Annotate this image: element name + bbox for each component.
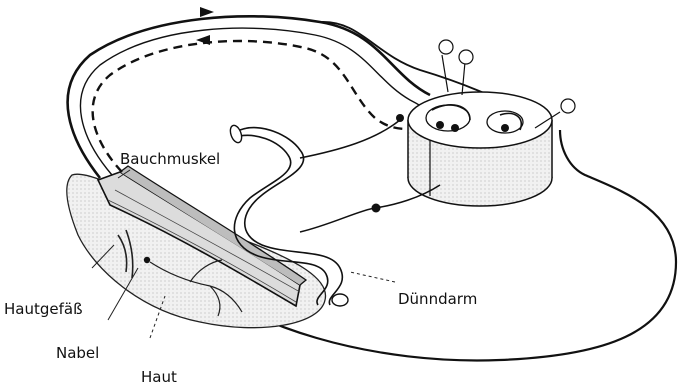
flow-arrow-dashed xyxy=(196,35,210,45)
intestine-end-top xyxy=(228,124,244,144)
label-bauchmuskel: Bauchmuskel xyxy=(120,152,220,167)
navel-marker xyxy=(144,257,150,263)
intestine-end-bottom xyxy=(332,294,348,306)
label-hautgefaess: Hautgefäß xyxy=(4,302,83,317)
label-nabel: Nabel xyxy=(56,346,99,361)
label-haut: Haut xyxy=(141,370,177,385)
pump-node-2 xyxy=(451,124,459,132)
vessel-clip xyxy=(372,204,381,213)
pump-node-4 xyxy=(501,124,509,132)
pump-top xyxy=(408,92,552,148)
label-duenndarm: Dünndarm xyxy=(398,292,477,307)
pump-node-1 xyxy=(436,121,444,129)
flow-arrow-top xyxy=(200,7,214,17)
